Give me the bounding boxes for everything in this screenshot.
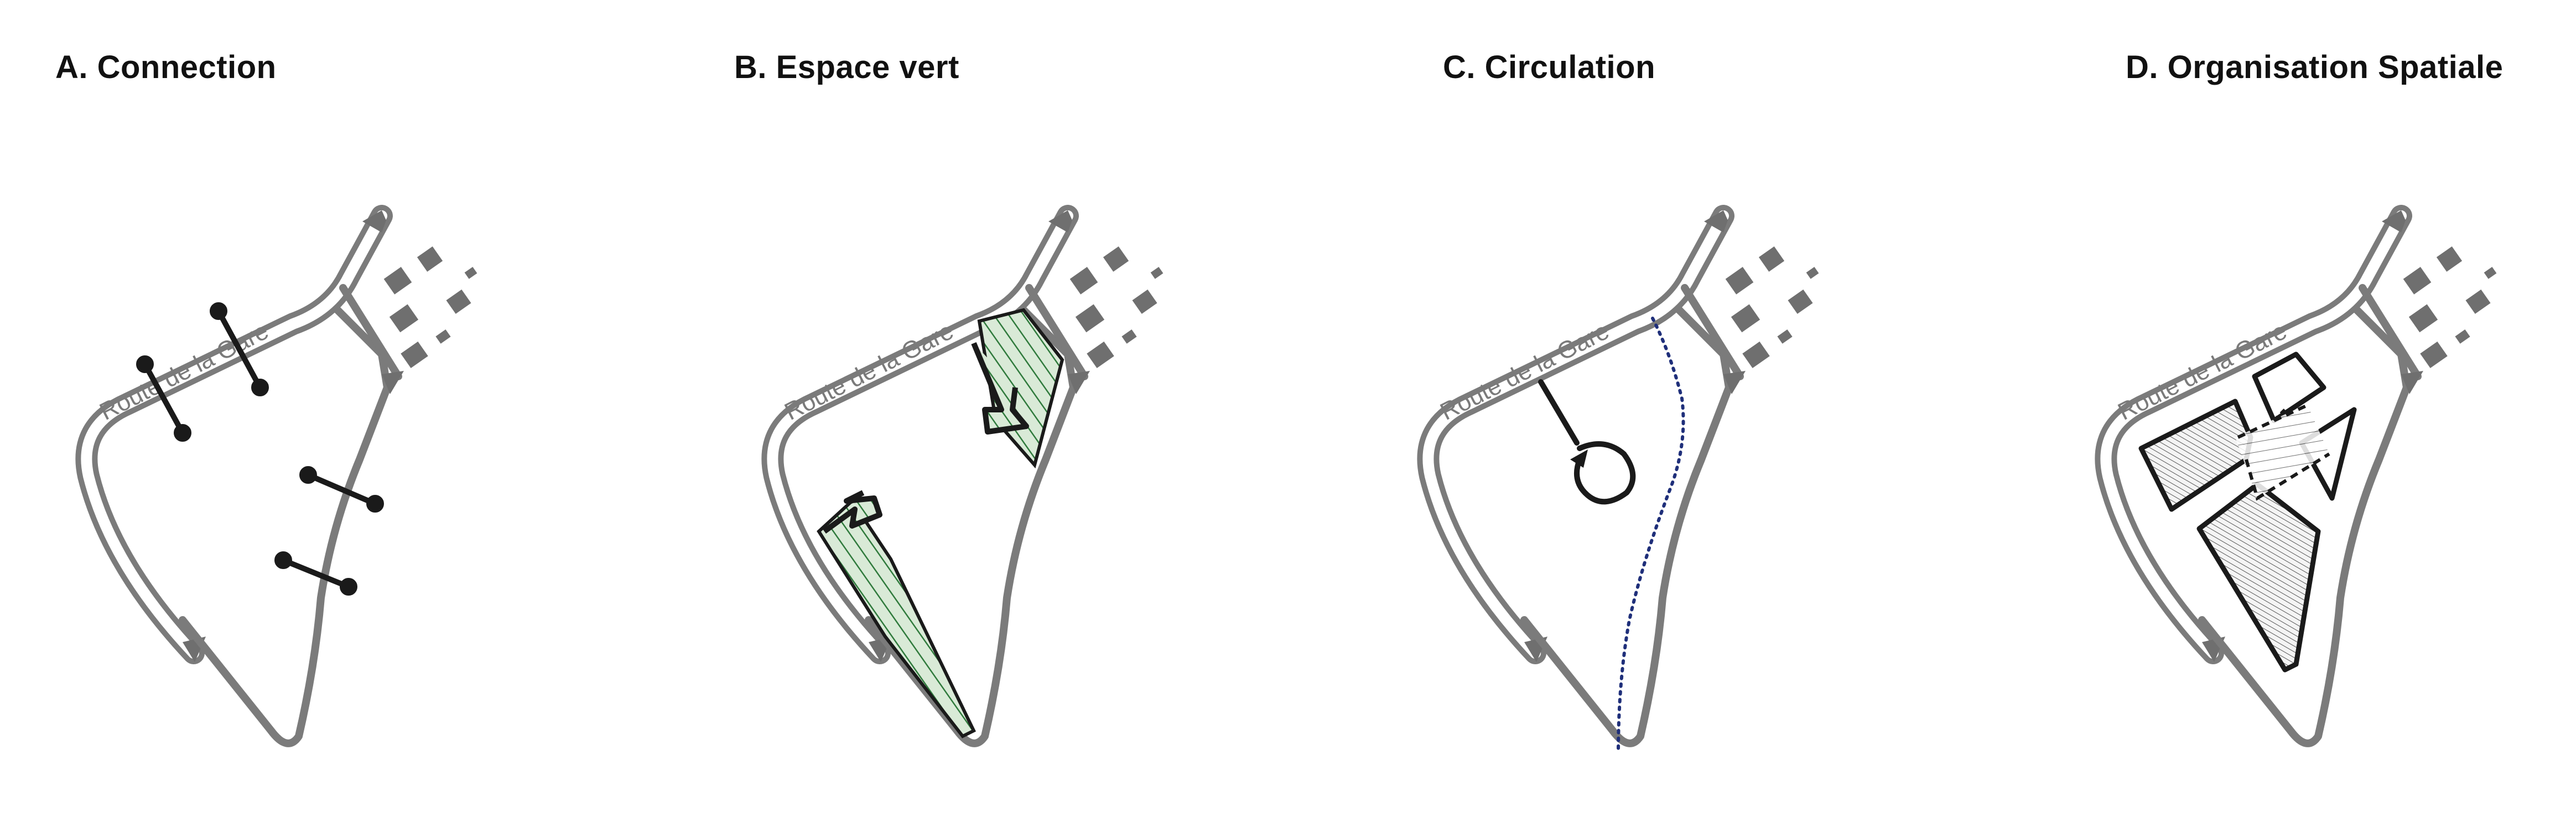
diagram-circulation: Route de la Gare [1428, 210, 1819, 754]
dashed-outline [2272, 408, 2287, 422]
loop-arrowhead-icon [1570, 449, 1588, 468]
panel-title-connection: A. Connection [55, 49, 277, 85]
connection-links [136, 302, 384, 596]
building-block-north [2252, 352, 2326, 423]
pedestrian-path-dotted [1617, 317, 1685, 754]
building-block-south [2196, 482, 2321, 673]
diagram-organisation-spatiale: Route de la Gare [2106, 210, 2496, 743]
panel-title-espace-vert: B. Espace vert [734, 49, 959, 85]
panel-title-organisation-spatiale: D. Organisation Spatiale [2126, 49, 2504, 85]
road-label-route-de-la-gare: Route de la Gare [780, 317, 958, 426]
diagram-connection: Route de la Gare [86, 210, 477, 743]
connection-link [305, 472, 378, 506]
green-arrow-upper [971, 342, 1029, 435]
green-zone-upper [977, 308, 1064, 469]
green-arrow-lower [823, 490, 882, 534]
road-label-route-de-la-gare: Route de la Gare [95, 317, 273, 426]
connection-link [216, 308, 263, 390]
circulation-turnaround-loop [1574, 441, 1636, 505]
connection-link [142, 361, 185, 436]
building-block-west [2138, 399, 2253, 512]
panel-title-circulation: C. Circulation [1443, 49, 1656, 85]
circulation-access-line [1538, 379, 1580, 446]
road-label-route-de-la-gare: Route de la Gare [1436, 317, 1613, 426]
diagram-espace-vert: Route de la Gare [772, 210, 1163, 743]
central-connector [2235, 404, 2329, 498]
dashed-outline [2245, 452, 2330, 501]
connection-link [281, 557, 351, 590]
